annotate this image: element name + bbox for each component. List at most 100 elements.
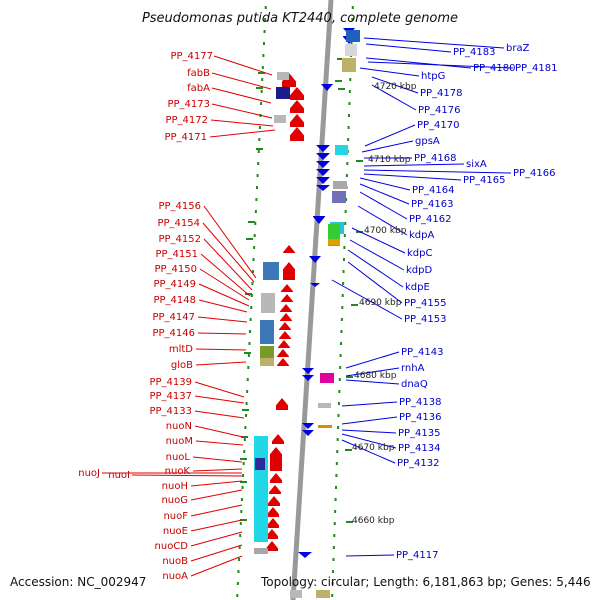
guide-dot <box>331 582 334 585</box>
tick-dash <box>240 519 247 521</box>
gene-label[interactable]: nuoK <box>165 466 191 477</box>
gene-label[interactable]: PP_4137 <box>149 391 192 402</box>
gene-arrow <box>267 518 279 528</box>
guide-dot <box>339 354 342 357</box>
gene-label[interactable]: PP_4149 <box>153 279 196 290</box>
guide-dot <box>240 498 243 501</box>
guide-dot <box>239 522 242 525</box>
gene-label[interactable]: PP_4117 <box>396 550 439 561</box>
gene-label[interactable]: nuoJ <box>78 468 100 479</box>
gene-label[interactable]: rnhA <box>401 363 425 374</box>
gene-label[interactable]: PP_4181 <box>515 63 558 74</box>
leader-line <box>363 173 462 181</box>
gene-label[interactable]: nuoE <box>163 526 188 537</box>
gene-label[interactable]: PP_4151 <box>155 249 198 260</box>
gene-box <box>261 293 275 313</box>
backbone-axis <box>290 0 334 600</box>
gene-label[interactable]: PP_4135 <box>398 428 441 439</box>
gene-label[interactable]: PP_4164 <box>412 185 455 196</box>
leader-line <box>359 177 411 191</box>
gene-label[interactable]: PP_4150 <box>154 264 197 275</box>
gene-label[interactable]: PP_4156 <box>158 201 201 212</box>
gene-label[interactable]: PP_4176 <box>418 105 461 116</box>
gene-label[interactable]: PP_4148 <box>153 295 196 306</box>
leader-line <box>363 163 465 167</box>
leader-line <box>341 416 398 425</box>
gene-label[interactable]: nuoG <box>161 495 188 506</box>
gene-label[interactable]: dnaQ <box>401 379 428 390</box>
gene-label[interactable]: kdpE <box>405 282 430 293</box>
leader-line <box>210 119 274 127</box>
gene-label[interactable]: nuoCD <box>155 541 189 552</box>
gene-arrow <box>270 473 282 483</box>
gene-label[interactable]: PP_4172 <box>165 115 208 126</box>
gene-label[interactable]: gloB <box>171 360 193 371</box>
gene-box <box>260 346 274 358</box>
gene-label[interactable]: htpG <box>421 71 445 82</box>
gene-arrow <box>277 358 289 366</box>
gene-label[interactable]: nuoM <box>166 436 193 447</box>
gene-label[interactable]: nuoA <box>162 571 188 582</box>
gene-label[interactable]: PP_4173 <box>167 99 210 110</box>
gene-label[interactable]: PP_4153 <box>404 314 447 325</box>
gene-label[interactable]: kdpC <box>407 248 432 259</box>
guide-dot <box>257 162 260 165</box>
tick-dash <box>248 221 255 223</box>
gene-label[interactable]: kdpA <box>409 230 434 241</box>
gene-label[interactable]: nuoN <box>166 421 192 432</box>
leader-line <box>359 183 410 205</box>
gene-label[interactable]: PP_4138 <box>399 397 442 408</box>
gene-label[interactable]: PP_4168 <box>414 153 457 164</box>
gene-label[interactable]: nuoL <box>166 452 191 463</box>
gene-label[interactable]: PP_4133 <box>149 406 192 417</box>
gene-label[interactable]: nuoF <box>163 511 188 522</box>
gene-label[interactable]: PP_4165 <box>463 175 506 186</box>
gene-label[interactable]: PP_4171 <box>164 132 207 143</box>
gene-label[interactable]: PP_4177 <box>170 51 213 62</box>
gene-label[interactable]: PP_4136 <box>399 412 442 423</box>
gene-label[interactable]: PP_4147 <box>152 312 195 323</box>
guide-dot <box>335 462 338 465</box>
gene-label[interactable]: braZ <box>506 43 530 54</box>
gene-label[interactable]: PP_4132 <box>397 458 440 469</box>
gene-label[interactable]: PP_4143 <box>401 347 444 358</box>
gene-label[interactable]: PP_4170 <box>417 120 460 131</box>
tick-dash <box>240 481 247 483</box>
gene-arrow <box>309 256 321 263</box>
gene-label[interactable]: mltD <box>169 344 193 355</box>
gene-label[interactable]: sixA <box>466 159 487 170</box>
gene-label[interactable]: PP_4152 <box>158 234 201 245</box>
gene-label[interactable]: fabA <box>187 83 210 94</box>
kbp-label: 4680 kbp <box>354 371 397 381</box>
gene-arrow <box>267 507 279 517</box>
gene-label[interactable]: PP_4163 <box>411 199 454 210</box>
gene-label[interactable]: PP_4139 <box>149 377 192 388</box>
gene-arrow <box>276 398 288 410</box>
guide-dot <box>238 546 241 549</box>
gene-label[interactable]: PP_4162 <box>409 214 452 225</box>
gene-label[interactable]: PP_4154 <box>157 218 200 229</box>
gene-label[interactable]: PP_4178 <box>420 88 463 99</box>
gene-label[interactable]: gpsA <box>415 136 440 147</box>
tick-dash <box>351 304 358 306</box>
gene-label[interactable]: nuoI <box>108 470 130 481</box>
guide-dot <box>248 342 251 345</box>
gene-label[interactable]: PP_4155 <box>404 298 447 309</box>
gene-label[interactable]: nuoH <box>162 481 188 492</box>
guide-dot <box>249 318 252 321</box>
leader-line <box>190 489 243 501</box>
leader-line <box>194 381 245 398</box>
gene-label[interactable]: PP_4166 <box>513 168 556 179</box>
gene-label[interactable]: PP_4146 <box>152 328 195 339</box>
gene-label[interactable]: PP_4134 <box>398 443 441 454</box>
gene-label[interactable]: fabB <box>187 68 210 79</box>
guide-dot <box>254 222 257 225</box>
leader-line <box>197 316 248 323</box>
gene-label[interactable]: PP_4180 <box>473 63 516 74</box>
gene-box <box>254 548 268 554</box>
gene-label[interactable]: kdpD <box>406 265 432 276</box>
leader-line <box>202 222 255 283</box>
gene-label[interactable]: PP_4183 <box>453 47 496 58</box>
gene-label[interactable]: nuoB <box>162 556 188 567</box>
